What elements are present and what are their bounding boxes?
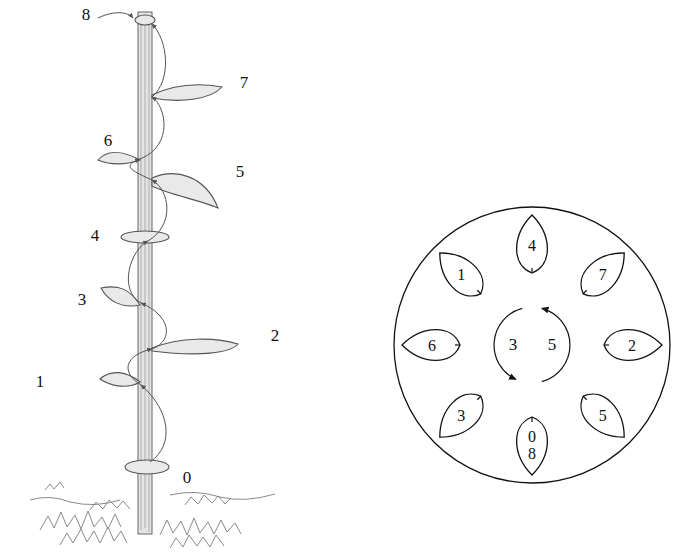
leaf-number: 1 bbox=[36, 373, 45, 391]
leaf-number: 1 bbox=[457, 266, 465, 283]
leaf-shape: 4 bbox=[500, 213, 564, 277]
sketch-leaves bbox=[98, 15, 238, 474]
center-number: 5 bbox=[548, 336, 557, 354]
leaf-number: 4 bbox=[91, 227, 100, 245]
stem-cross-section bbox=[394, 207, 670, 483]
leaf-number: 8 bbox=[528, 445, 536, 462]
leaf-number: 2 bbox=[271, 327, 280, 345]
leaf-shape: 6 bbox=[400, 313, 464, 377]
stem-shading bbox=[141, 16, 149, 532]
rotation-arrow bbox=[542, 308, 570, 381]
leaf-number: 7 bbox=[599, 266, 607, 283]
leaf-number: 7 bbox=[240, 74, 249, 92]
leaf-number: 2 bbox=[628, 337, 636, 354]
leaf-number: 6 bbox=[428, 337, 436, 354]
leaf-shape: 08 bbox=[500, 413, 564, 477]
center-number: 3 bbox=[509, 336, 518, 354]
leaf-number: 0 bbox=[183, 469, 192, 487]
leaf-number: 3 bbox=[78, 291, 87, 309]
leaf-number: 6 bbox=[104, 132, 113, 150]
spiral-arrow bbox=[98, 13, 167, 462]
stem bbox=[138, 12, 152, 534]
rotation-arrow bbox=[494, 308, 522, 379]
leaf-number: 0 bbox=[528, 428, 536, 445]
leaf-shape: 2 bbox=[600, 313, 664, 377]
leaf-shape: 7 bbox=[571, 242, 635, 306]
leaf-number: 5 bbox=[236, 163, 245, 181]
leaf-shape: 3 bbox=[429, 384, 493, 448]
leaf-number: 3 bbox=[457, 407, 465, 424]
leaf-number: 8 bbox=[82, 6, 91, 24]
leaf-shape: 5 bbox=[571, 384, 635, 448]
leaf-shape: 1 bbox=[429, 242, 493, 306]
leaf-number: 4 bbox=[528, 237, 536, 254]
leaf-number: 5 bbox=[599, 407, 607, 424]
